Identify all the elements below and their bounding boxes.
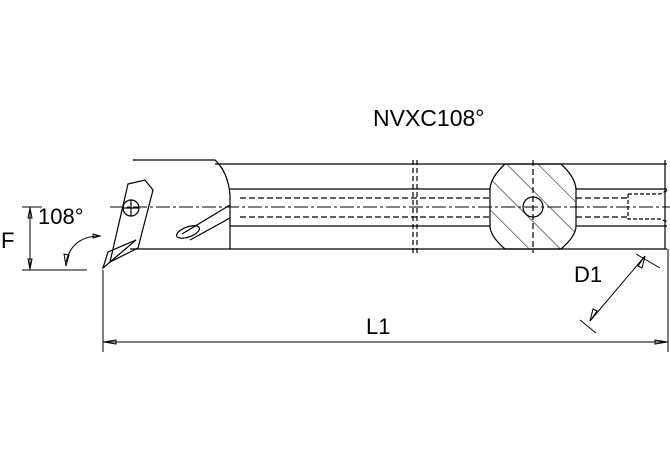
tool-head	[101, 159, 231, 270]
dimension-d1	[579, 253, 661, 334]
angle-label: 108°	[38, 204, 84, 229]
d1-label: D1	[574, 262, 603, 287]
dimension-l1	[102, 249, 669, 352]
title-label: NVXC108°	[373, 105, 485, 131]
l1-label: L1	[366, 314, 391, 339]
f-label: F	[1, 228, 15, 253]
dimension-f	[22, 206, 102, 271]
shank	[215, 160, 669, 250]
